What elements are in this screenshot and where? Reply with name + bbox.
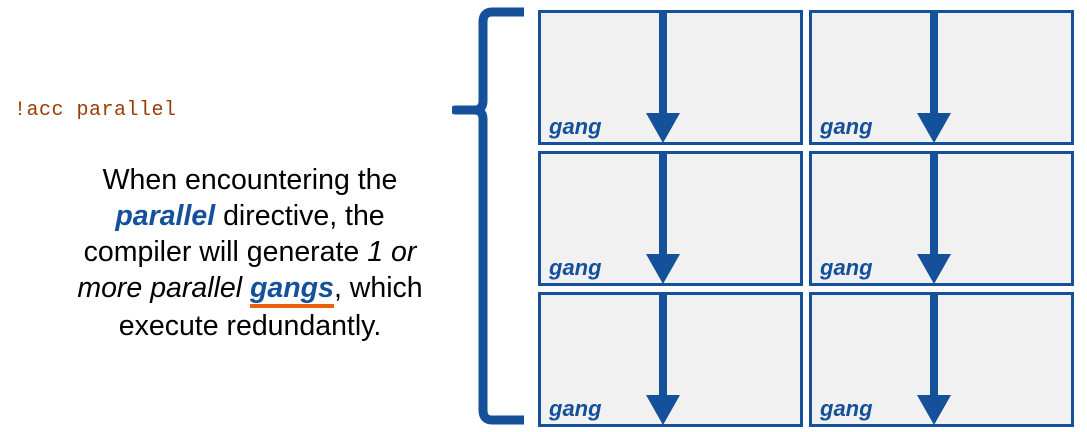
down-arrow-icon [642,295,684,424]
left-curly-brace-icon [450,6,530,426]
gang-label: gang [549,255,602,280]
keyword-parallel: parallel [115,200,216,232]
gang-box: gang [538,292,803,427]
code-directive-label: !acc parallel [14,99,177,122]
down-arrow-icon [913,13,955,142]
gang-label: gang [820,396,873,421]
gang-grid: gang gang gang gang gang [538,10,1074,427]
description-segment-1: When encountering the [102,164,398,196]
gang-box: gang [809,292,1074,427]
explanation-panel: !acc parallel When encountering the para… [0,0,450,432]
gang-label: gang [820,114,873,139]
gang-box: gang [538,10,803,145]
gang-label: gang [820,255,873,280]
gang-label: gang [549,396,602,421]
description-segment-2: directive, the compiler will generate [83,200,385,268]
gang-box: gang [809,151,1074,286]
code-directive-text: !acc parallel [14,99,177,122]
down-arrow-icon [642,154,684,283]
gang-box: gang [809,10,1074,145]
keyword-gangs: gangs [250,273,334,308]
description-paragraph: When encountering the parallel directive… [60,162,440,344]
gang-label: gang [549,114,602,139]
emphasis-quantity: 1 or more parallel [77,236,417,304]
description-segment-3: , which execute redundantly. [118,272,423,342]
down-arrow-icon [642,13,684,142]
down-arrow-icon [913,295,955,424]
down-arrow-icon [913,154,955,283]
gang-box: gang [538,151,803,286]
